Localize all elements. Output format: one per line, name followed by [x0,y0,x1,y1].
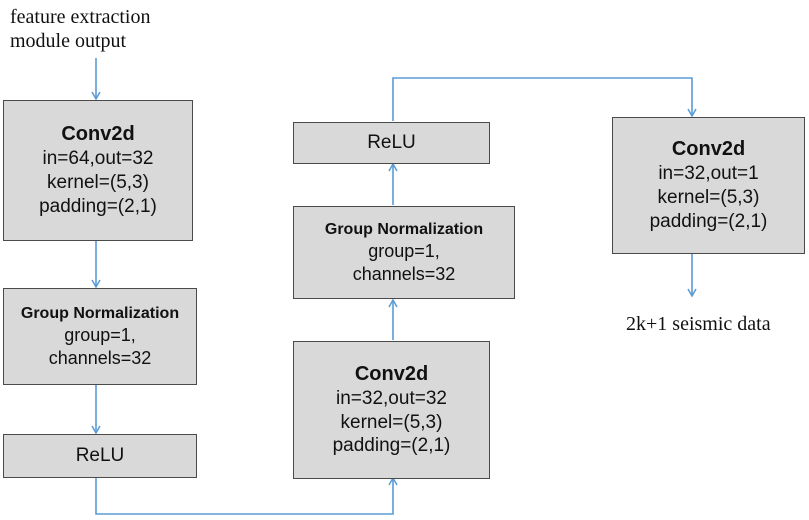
block-param: in=32,out=32 [336,387,447,409]
block-param: kernel=(5,3) [47,172,149,194]
block-title: Group Normalization [20,305,180,322]
block-param: in=32,out=1 [658,163,759,185]
relu-block-1: ReLU [3,434,197,478]
arrow-relu1-to-conv2 [95,476,398,515]
block-title: Conv2d [61,123,135,146]
block-param: group=1, [64,325,136,345]
conv2d-block-2: Conv2d in=32,out=32 kernel=(5,3) padding… [293,341,490,479]
block-param: channels=32 [352,263,456,284]
group-norm-block-2: Group Normalization group=1, channels=32 [293,206,515,299]
conv2d-block-3: Conv2d in=32,out=1 kernel=(5,3) padding=… [612,117,805,254]
block-title: Group Normalization [324,221,484,238]
block-title: Conv2d [671,138,746,161]
group-norm-block-1: Group Normalization group=1, channels=32 [3,288,197,385]
arrow-relu2-to-conv3 [392,77,697,121]
output-label: 2k+1 seismic data [626,313,771,335]
block-param: padding=(2,1) [39,195,157,217]
block-title: Conv2d [354,362,429,385]
conv2d-block-1: Conv2d in=64,out=32 kernel=(5,3) padding… [3,100,193,241]
block-param: group=1, [368,241,440,261]
block-title: ReLU [75,445,125,467]
block-param: kernel=(5,3) [340,411,443,433]
input-label-line1: feature extraction [10,6,151,28]
block-param: in=64,out=32 [42,148,154,170]
block-title: ReLU [367,132,416,154]
input-label-line2: module output [10,30,127,52]
block-param: channels=32 [48,347,152,368]
relu-block-2: ReLU [293,122,490,164]
block-param: kernel=(5,3) [657,187,760,209]
block-param: padding=(2,1) [649,210,768,232]
input-label: feature extraction module output [10,5,150,53]
block-param: padding=(2,1) [332,435,451,457]
